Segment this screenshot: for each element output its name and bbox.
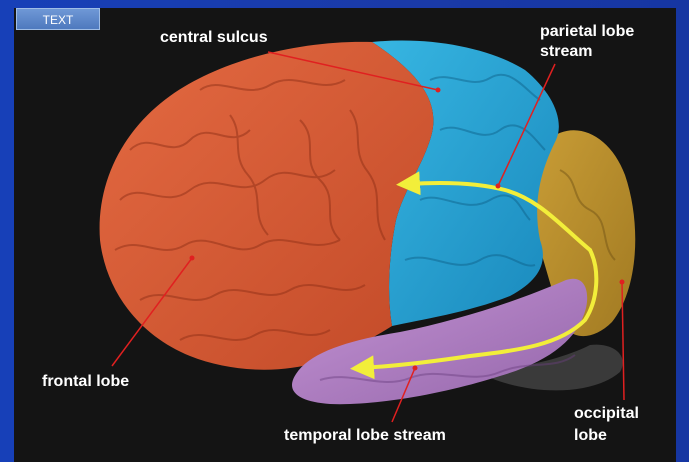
- temporal-lobe-label: temporal lobe stream: [284, 426, 446, 445]
- parietal-label-line2: stream: [540, 42, 592, 61]
- frontal-lobe-label: frontal lobe: [42, 372, 129, 391]
- parietal-label-line1: parietal lobe: [540, 22, 634, 41]
- frontal-lobe: [100, 42, 434, 370]
- occipital-label-line2: lobe: [574, 426, 607, 445]
- text-badge[interactable]: TEXT: [16, 8, 100, 30]
- central-sulcus-label: central sulcus: [160, 28, 268, 47]
- occipital-label-line1: occipital: [574, 404, 639, 423]
